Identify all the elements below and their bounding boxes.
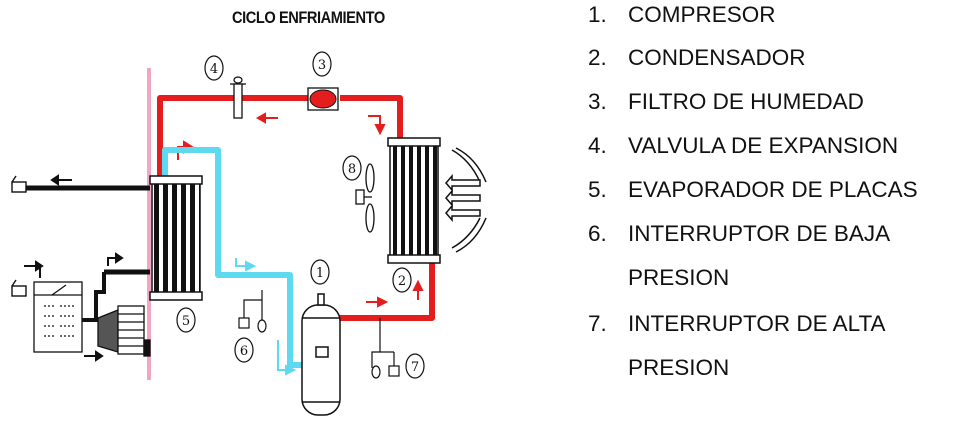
legend-number: 5. bbox=[588, 177, 607, 202]
legend-text: EVAPORADOR DE PLACAS bbox=[628, 177, 918, 202]
svg-text:8: 8 bbox=[348, 162, 356, 177]
high-pressure-switch bbox=[371, 318, 400, 379]
legend-number: 2. bbox=[588, 45, 607, 70]
legend-text-continued: PRESION bbox=[628, 355, 730, 380]
svg-text:6: 6 bbox=[240, 344, 248, 359]
svg-text:3: 3 bbox=[318, 58, 326, 73]
svg-text:4: 4 bbox=[210, 62, 218, 77]
marker-2: 2 bbox=[392, 267, 412, 293]
svg-text:2: 2 bbox=[398, 274, 406, 289]
svg-text:7: 7 bbox=[411, 360, 419, 375]
legend-text: CONDENSADOR bbox=[628, 45, 806, 70]
marker-6: 6 bbox=[234, 337, 254, 363]
legend-text: FILTRO DE HUMEDAD bbox=[628, 89, 864, 114]
low-pressure-switch bbox=[238, 290, 267, 333]
marker-8: 8 bbox=[342, 155, 362, 181]
legend-text: VALVULA DE EXPANSION bbox=[628, 133, 899, 158]
air-flow-arrows bbox=[445, 147, 487, 253]
expansion-valve bbox=[230, 76, 246, 119]
marker-1: 1 bbox=[310, 259, 330, 285]
compressor bbox=[301, 293, 341, 416]
hot-flow-arrows bbox=[177, 112, 424, 308]
legend-item-compressor: 1. COMPRESOR bbox=[588, 2, 776, 28]
svg-text:1: 1 bbox=[316, 266, 324, 281]
cooling-cycle-diagram: CICLO ENFRIAMIENTO bbox=[11, 8, 487, 416]
water-faucet bbox=[11, 175, 27, 297]
condenser-coil bbox=[387, 137, 441, 264]
water-pump bbox=[97, 305, 151, 357]
marker-3: 3 bbox=[312, 51, 332, 77]
legend-text-continued: PRESION bbox=[628, 265, 730, 290]
diagram-title: CICLO ENFRIAMIENTO bbox=[232, 8, 385, 27]
legend-item-expansion-valve: 4. VALVULA DE EXPANSION bbox=[588, 133, 898, 159]
marker-5: 5 bbox=[176, 307, 196, 333]
legend-text: INTERRUPTOR DE BAJA bbox=[628, 221, 891, 246]
legend-number: 7. bbox=[588, 311, 607, 336]
legend-item-evaporator: 5. EVAPORADOR DE PLACAS bbox=[588, 177, 918, 203]
moisture-filter bbox=[307, 87, 339, 111]
marker-4: 4 bbox=[204, 55, 224, 81]
legend-number: 1. bbox=[588, 2, 607, 27]
legend-number: 6. bbox=[588, 221, 607, 246]
cold-refrigerant-line bbox=[162, 147, 302, 368]
water-lines bbox=[26, 185, 150, 322]
legend-item-low-pressure-switch: 6. INTERRUPTOR DE BAJA PRESION bbox=[588, 221, 890, 291]
water-tank bbox=[33, 281, 83, 353]
legend-item-condenser: 2. CONDENSADOR bbox=[588, 45, 806, 71]
legend-item-high-pressure-switch: 7. INTERRUPTOR DE ALTA PRESION bbox=[588, 311, 886, 381]
marker-7: 7 bbox=[405, 353, 425, 379]
legend-text: COMPRESOR bbox=[628, 2, 776, 27]
svg-text:5: 5 bbox=[182, 314, 190, 329]
evaporator-plates bbox=[149, 175, 203, 301]
legend-number: 4. bbox=[588, 133, 607, 158]
cold-flow-arrows bbox=[235, 258, 297, 376]
legend-text: INTERRUPTOR DE ALTA bbox=[628, 311, 886, 336]
legend-item-filter: 3. FILTRO DE HUMEDAD bbox=[588, 89, 864, 115]
condenser-fan bbox=[355, 163, 375, 233]
water-flow-arrows bbox=[24, 174, 124, 362]
legend-number: 3. bbox=[588, 89, 607, 114]
